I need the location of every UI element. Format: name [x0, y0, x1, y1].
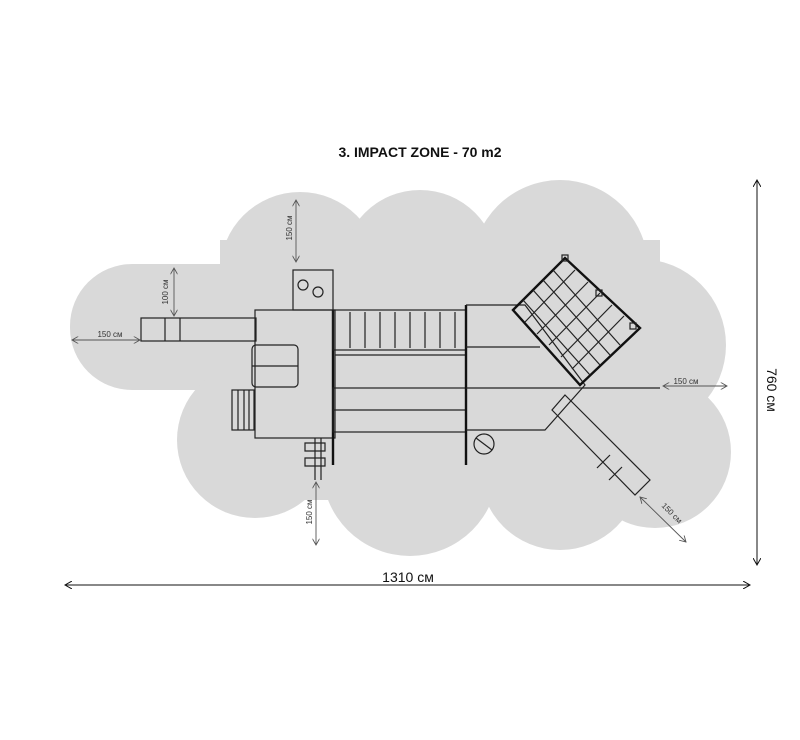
clearance-label-right: 150 см	[673, 377, 698, 386]
clearance-label-top: 150 см	[285, 215, 294, 240]
diagram-title: 3. IMPACT ZONE - 70 m2	[338, 144, 501, 160]
overall-width-label: 1310 см	[382, 569, 434, 585]
overall-depth-label: 760 см	[764, 368, 780, 412]
playground-structure	[140, 254, 660, 496]
clearance-label-slide-side: 100 см	[161, 279, 170, 304]
overall-dimensions: 760 см 1310 см	[65, 180, 780, 585]
clearance-label-left: 150 см	[97, 330, 122, 339]
impact-zone-area	[70, 180, 731, 556]
clearance-label-bottom: 150 см	[305, 499, 314, 524]
